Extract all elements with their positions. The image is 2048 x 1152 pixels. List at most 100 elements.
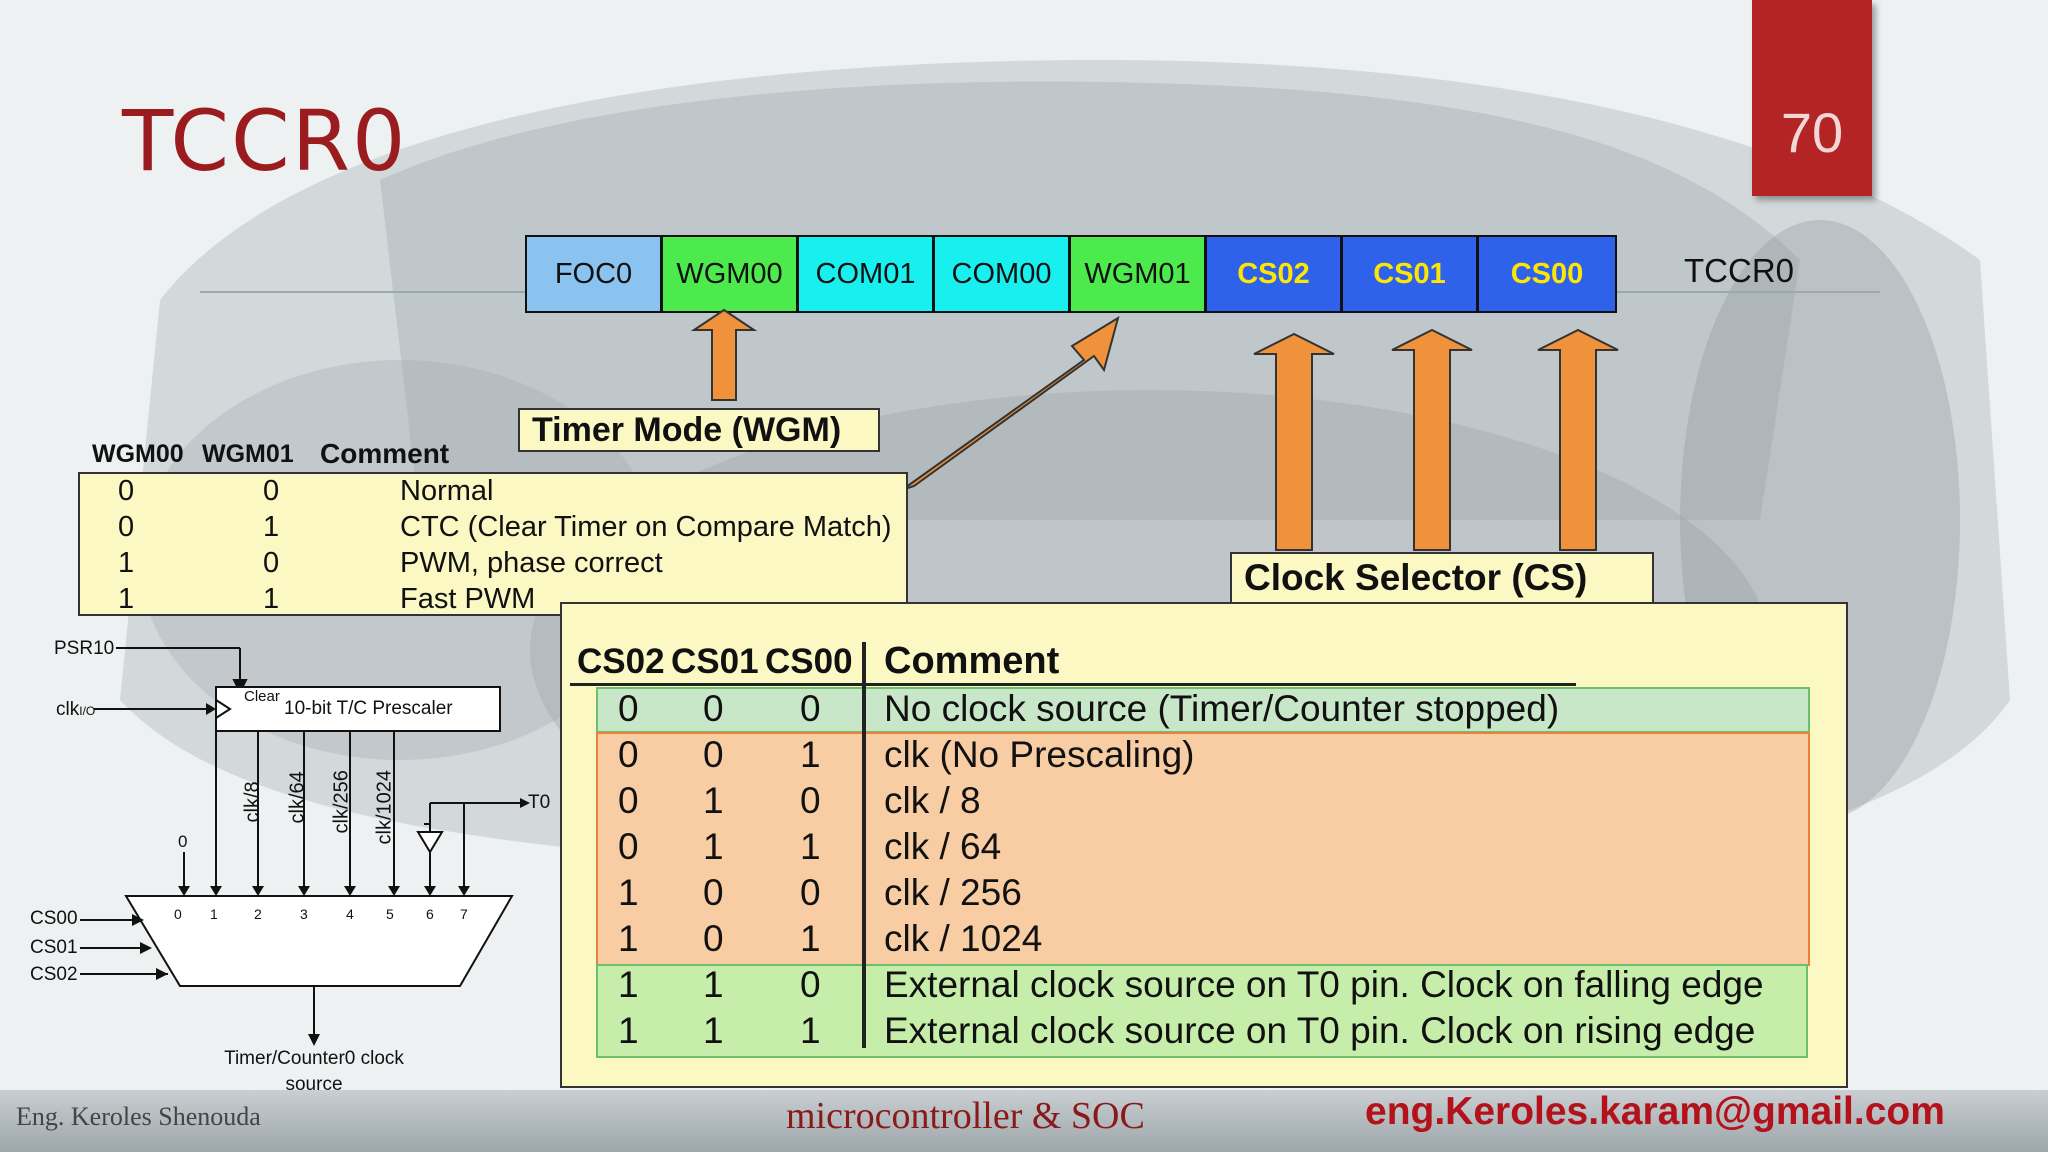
footer-bar [0, 1090, 2048, 1152]
tap-clk64: clk/64 [286, 771, 309, 824]
cs-cell: 0 [618, 780, 639, 821]
cs-cell: 0 [618, 826, 639, 867]
prescaler-clear-label: Clear [244, 688, 280, 705]
bit-cs02: CS02 [1207, 237, 1343, 311]
footer-course: microcontroller & SOC [786, 1095, 1145, 1137]
cs-cell: 1 [703, 1010, 724, 1051]
cs-cell: clk / 64 [884, 826, 1002, 867]
clk-subscript: I/O [79, 704, 96, 718]
mux-output-label: Timer/Counter0 clock source [224, 1048, 404, 1095]
wgm-header-wgm01: WGM01 [202, 440, 294, 468]
cs-cell: 1 [800, 826, 821, 867]
prescaler-name: 10-bit T/C Prescaler [284, 698, 453, 719]
cs-cell: External clock source on T0 pin. Clock o… [884, 964, 1764, 1005]
cs-cell: 0 [800, 688, 821, 729]
cs-header-underline [570, 683, 1576, 686]
mux-input-7: 7 [460, 906, 468, 922]
cs-cell: 1 [618, 964, 639, 1005]
cs-header-comment: Comment [884, 640, 1060, 682]
cs-cell: No clock source (Timer/Counter stopped) [884, 688, 1560, 729]
cs-cell: clk / 256 [884, 872, 1022, 913]
cs-cell: 0 [800, 964, 821, 1005]
cs-cell: 1 [703, 964, 724, 1005]
clock-selector-label: Clock Selector (CS) [1230, 552, 1654, 604]
wgm-cell: 0 [118, 511, 135, 543]
footer-email: eng.Keroles.karam@gmail.com [1365, 1090, 1945, 1133]
mux-input-5: 5 [386, 906, 394, 922]
wgm-cell: 0 [118, 475, 135, 507]
cs-cell: 1 [703, 826, 724, 867]
zero-input-label: 0 [178, 832, 188, 851]
cs-cell: 1 [800, 734, 821, 775]
select-cs00: CS00 [30, 908, 78, 929]
cs-cell: 0 [703, 688, 724, 729]
cs-cell: clk (No Prescaling) [884, 734, 1195, 775]
t0-label: T0 [528, 792, 551, 813]
clkio-label: clkI/O [56, 699, 95, 721]
cs-cell: 0 [703, 734, 724, 775]
wgm-cell: 0 [263, 547, 280, 579]
footer-author: Eng. Keroles Shenouda [16, 1102, 261, 1131]
register-name: TCCR0 [1684, 252, 1795, 289]
cs-cell: 0 [703, 918, 724, 959]
clk-text: clk [56, 699, 80, 720]
page-number: 70 [1780, 101, 1844, 164]
cs-header-cs01: CS01 [671, 642, 759, 681]
cs-cell: 0 [618, 688, 639, 729]
mux-input-6: 6 [426, 906, 434, 922]
mux-input-2: 2 [254, 906, 262, 922]
bit-wgm01: WGM01 [1071, 237, 1207, 311]
bit-cs01: CS01 [1343, 237, 1479, 311]
slide-title: TCCR0 [122, 92, 408, 190]
register-bits: FOC0 WGM00 COM01 COM00 WGM01 CS02 CS01 C… [525, 235, 1617, 313]
cs-band-external [596, 964, 1808, 1058]
tap-clk256: clk/256 [330, 770, 353, 834]
cs-cell: 1 [800, 1010, 821, 1051]
mux-input-4: 4 [346, 906, 354, 922]
arrow-cs01 [1391, 328, 1473, 551]
timer-mode-label: Timer Mode (WGM) [518, 408, 880, 452]
wgm-cell: Fast PWM [400, 583, 536, 615]
wgm-cell: PWM, phase correct [400, 547, 663, 579]
page-number-tab [1752, 0, 1872, 196]
cs-cell: clk / 8 [884, 780, 981, 821]
wgm-header-comment: Comment [320, 438, 450, 469]
cs-header-cs00: CS00 [765, 642, 853, 681]
cs-cell: 1 [618, 872, 639, 913]
cs-cell: 1 [618, 918, 639, 959]
bit-foc0: FOC0 [527, 237, 663, 311]
cs-cell: 0 [618, 734, 639, 775]
cs-cell: 0 [800, 872, 821, 913]
mux-input-3: 3 [300, 906, 308, 922]
wgm-table [78, 472, 908, 616]
arrow-cs00 [1537, 328, 1619, 551]
mux-input-1: 1 [210, 906, 218, 922]
wgm-cell: Normal [400, 475, 494, 507]
cs-header-cs02: CS02 [577, 642, 665, 681]
wgm-cell: CTC (Clear Timer on Compare Match) [400, 511, 892, 543]
mux-input-0: 0 [174, 906, 182, 922]
cs-cell: External clock source on T0 pin. Clock o… [884, 1010, 1756, 1051]
wgm-cell: 1 [118, 583, 135, 615]
bit-wgm00: WGM00 [663, 237, 799, 311]
arrow-wgm00 [690, 308, 758, 401]
wgm-cell: 0 [263, 475, 280, 507]
tap-clk1024: clk/1024 [373, 770, 396, 845]
cs-cell: 1 [800, 918, 821, 959]
cs-cell: clk / 1024 [884, 918, 1043, 959]
cs-divider [862, 642, 866, 1048]
select-cs02: CS02 [30, 964, 78, 985]
wgm-cell: 1 [263, 511, 280, 543]
arrow-wgm01 [901, 315, 1120, 491]
cs-cell: 0 [800, 780, 821, 821]
wgm-cell: 1 [118, 547, 135, 579]
arrow-cs02 [1253, 332, 1335, 551]
select-cs01: CS01 [30, 937, 78, 958]
cs-cell: 1 [618, 1010, 639, 1051]
psr10-label: PSR10 [54, 638, 115, 659]
bit-cs00: CS00 [1479, 237, 1615, 311]
bit-com01: COM01 [799, 237, 935, 311]
bit-com00: COM00 [935, 237, 1071, 311]
